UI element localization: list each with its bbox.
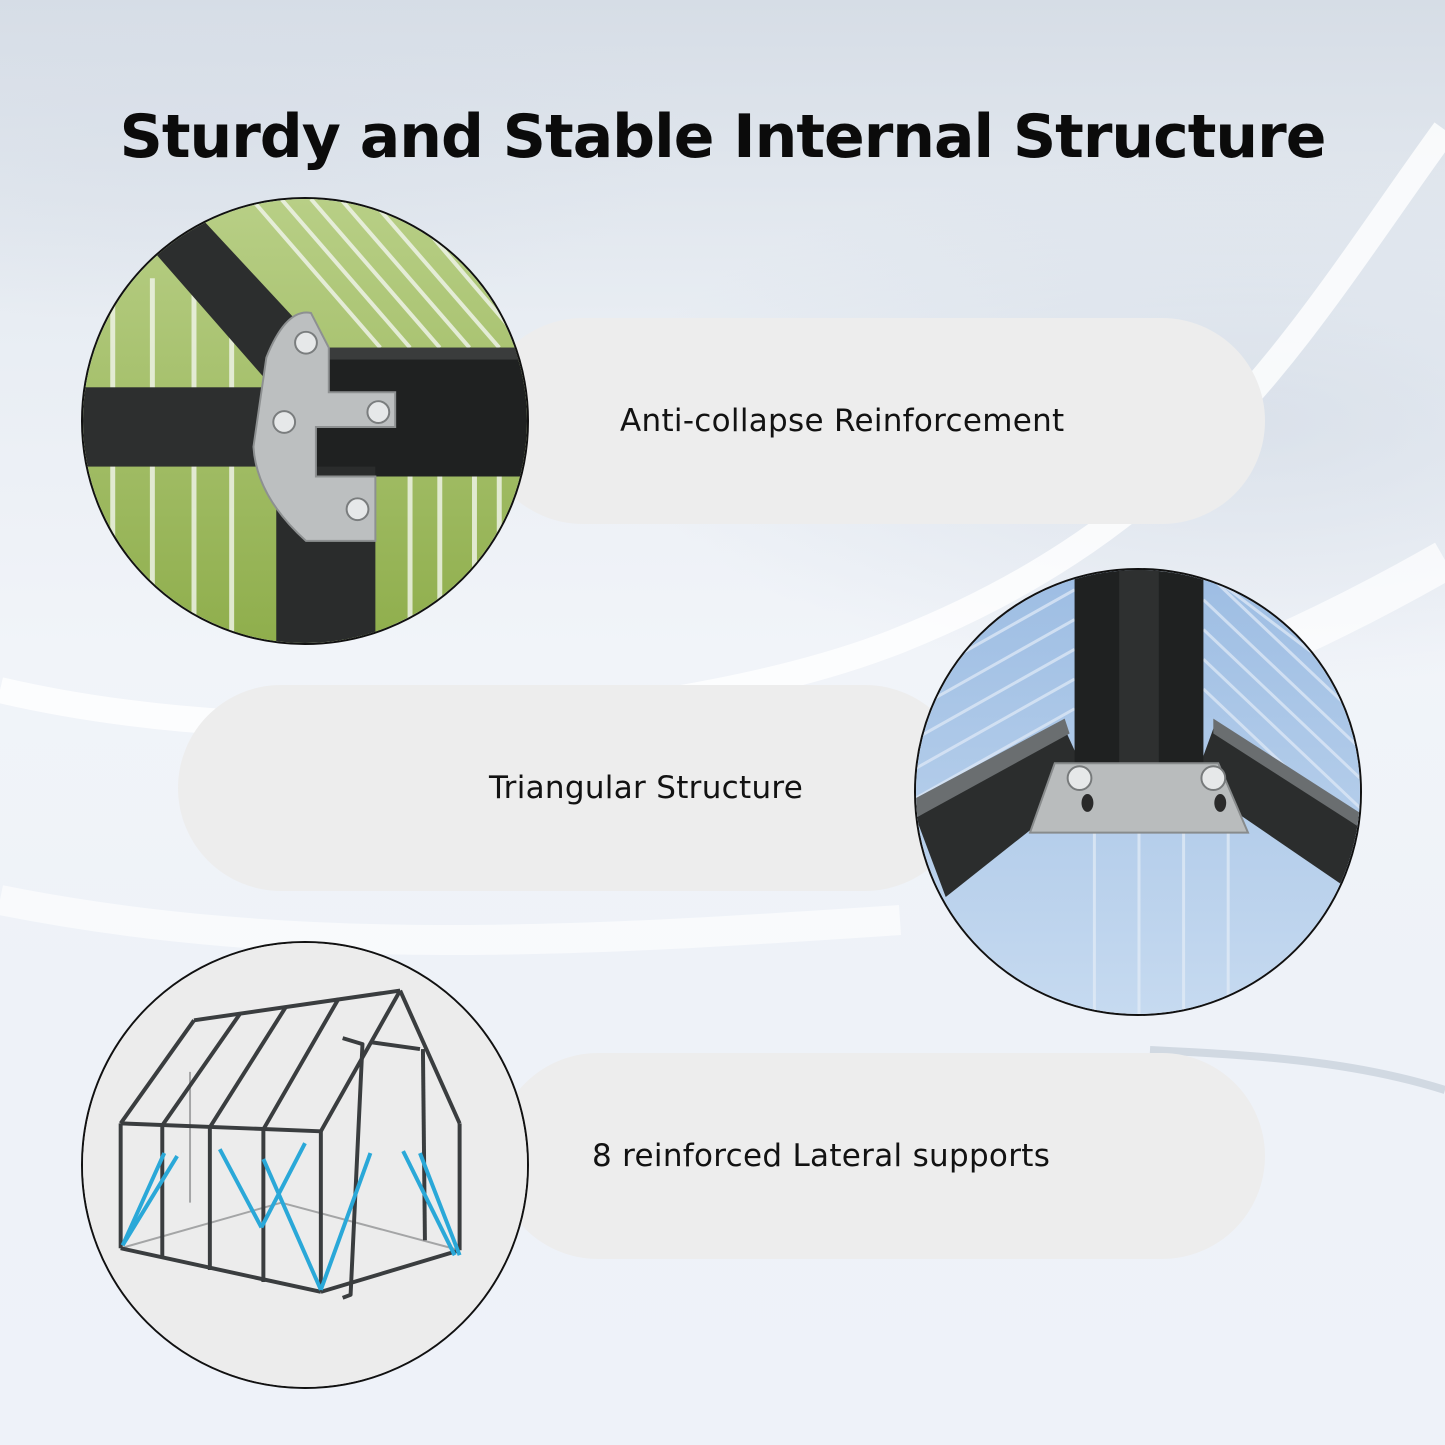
feature-pill-triangular: Triangular Structure <box>178 685 968 891</box>
feature-pill-anti-collapse: Anti-collapse Reinforcement <box>480 318 1265 524</box>
triangular-bracket-image <box>914 568 1362 1016</box>
feature-label: Anti-collapse Reinforcement <box>620 403 1065 439</box>
greenhouse-frame-image <box>81 941 529 1389</box>
corner-bracket-image <box>81 197 529 645</box>
feature-label: 8 reinforced Lateral supports <box>592 1138 1051 1174</box>
page-title: Sturdy and Stable Internal Structure <box>119 102 1327 173</box>
feature-pill-lateral-supports: 8 reinforced Lateral supports <box>495 1053 1265 1259</box>
triangle-bracket-illustration-icon <box>916 570 1360 1014</box>
bracket-illustration-icon <box>83 199 527 643</box>
greenhouse-diagram-icon <box>83 943 527 1387</box>
feature-label: Triangular Structure <box>489 770 804 806</box>
